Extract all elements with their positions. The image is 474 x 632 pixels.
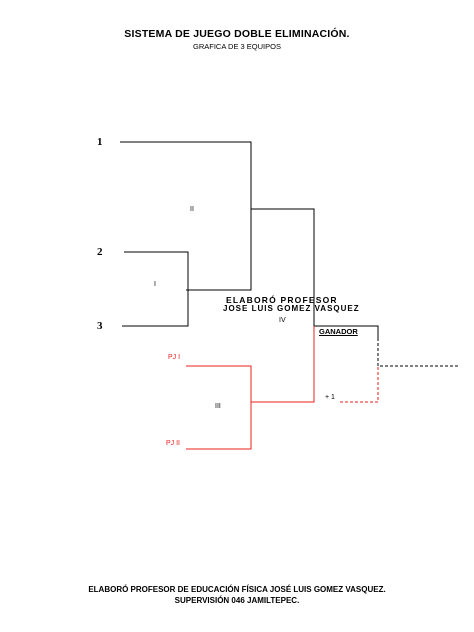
bracket-line-seed-2 — [122, 251, 189, 327]
round-3-label: III — [215, 403, 221, 410]
loser-line-pj-1 — [186, 365, 252, 450]
seed-1-label: 1 — [97, 136, 103, 148]
winners-bracket-dashed — [377, 338, 458, 367]
plus-one-label: + 1 — [325, 394, 335, 401]
losers-bracket-lines — [186, 326, 315, 450]
round-1-label: I — [154, 281, 156, 288]
plus-one-dashed-line — [340, 366, 379, 403]
final-dashed-line — [377, 338, 458, 367]
footer-supervision: SUPERVISIÓN 046 JAMILTEPEC. — [174, 596, 300, 605]
bracket-line-final — [251, 208, 379, 338]
footer-credit: ELABORÓ PROFESOR DE EDUCACIÓN FÍSICA JOS… — [88, 585, 386, 594]
seed-2-label: 2 — [97, 246, 103, 258]
credit-line-2: JOSE LUIS GOMEZ VASQUEZ — [223, 304, 360, 313]
losers-bracket-dashed — [340, 366, 379, 403]
loser-pj-2-label: PJ II — [166, 440, 181, 447]
page-subtitle: GRAFICA DE 3 EQUIPOS — [193, 42, 281, 51]
loser-line-to-final — [251, 326, 315, 403]
bracket-line-seed-1 — [120, 141, 252, 291]
round-4-label: IV — [279, 317, 286, 324]
round-2-label: II — [190, 206, 194, 213]
credit-line-1: ELABORÓ PROFESOR — [226, 295, 338, 305]
seed-3-label: 3 — [97, 320, 103, 332]
loser-pj-1-label: PJ I — [168, 354, 181, 361]
page-title: SISTEMA DE JUEGO DOBLE ELIMINACIÓN. — [124, 28, 350, 40]
winner-label: GANADOR — [319, 327, 358, 336]
